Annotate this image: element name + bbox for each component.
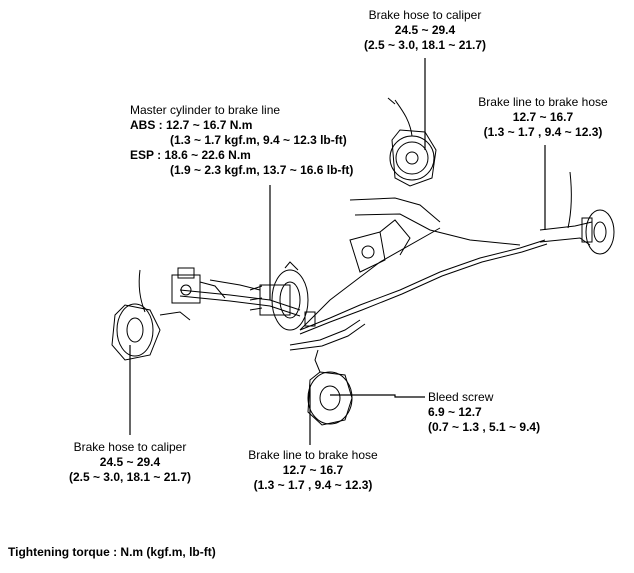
callout-title: Master cylinder to brake line bbox=[130, 103, 281, 117]
brake-lines bbox=[179, 227, 548, 351]
leader-lines bbox=[129, 58, 546, 445]
callout-top-caliper: Brake hose to caliper 24.5 ~ 29.4 (2.5 ~… bbox=[355, 8, 495, 53]
callout-rear-line-hose: Brake line to brake hose 12.7 ~ 16.7 (1.… bbox=[468, 95, 618, 140]
callout-esp-detail: (1.9 ~ 2.3 kgf.m, 13.7 ~ 16.6 lb-ft) bbox=[170, 163, 354, 177]
callout-value: 12.7 ~ 16.7 bbox=[512, 110, 574, 124]
callout-detail: (0.7 ~ 1.3 , 5.1 ~ 9.4) bbox=[428, 420, 541, 434]
callout-abs-line: ABS : 12.7 ~ 16.7 N.m bbox=[130, 118, 253, 132]
callout-title: Brake hose to caliper bbox=[73, 440, 187, 454]
callout-detail: (2.5 ~ 3.0, 18.1 ~ 21.7) bbox=[68, 470, 192, 484]
callout-value: 24.5 ~ 29.4 bbox=[394, 23, 456, 37]
rear-right-disc-assembly bbox=[539, 171, 615, 255]
callout-front-caliper: Brake hose to caliper 24.5 ~ 29.4 (2.5 ~… bbox=[60, 440, 200, 485]
callout-bleed-screw: Bleed screw 6.9 ~ 12.7 (0.7 ~ 1.3 , 5.1 … bbox=[428, 390, 540, 435]
callout-title: Brake line to brake hose bbox=[248, 448, 378, 462]
front-right-disc-assembly bbox=[307, 349, 353, 426]
callout-value: 6.9 ~ 12.7 bbox=[428, 405, 482, 419]
rear-left-caliper-assembly bbox=[349, 97, 521, 273]
callout-value: 24.5 ~ 29.4 bbox=[99, 455, 161, 469]
hydraulic-module bbox=[171, 267, 226, 304]
torque-units-note: Tightening torque : N.m (kgf.m, lb-ft) bbox=[8, 545, 216, 559]
callout-detail: (1.3 ~ 1.7 , 9.4 ~ 12.3) bbox=[253, 478, 373, 492]
callout-esp-line: ESP : 18.6 ~ 22.6 N.m bbox=[130, 148, 251, 162]
callout-detail: (1.3 ~ 1.7 , 9.4 ~ 12.3) bbox=[483, 125, 603, 139]
callout-master-cylinder: Master cylinder to brake line ABS : 12.7… bbox=[130, 103, 353, 178]
callout-title: Brake line to brake hose bbox=[478, 95, 608, 109]
master-cylinder-booster bbox=[249, 261, 316, 331]
callout-detail: (2.5 ~ 3.0, 18.1 ~ 21.7) bbox=[363, 38, 487, 52]
callout-title: Bleed screw bbox=[428, 390, 494, 404]
callout-title: Brake hose to caliper bbox=[368, 8, 482, 22]
front-left-caliper-assembly bbox=[111, 269, 191, 361]
callout-value: 12.7 ~ 16.7 bbox=[282, 463, 344, 477]
callout-front-line-hose: Brake line to brake hose 12.7 ~ 16.7 (1.… bbox=[238, 448, 388, 493]
callout-abs-detail: (1.3 ~ 1.7 kgf.m, 9.4 ~ 12.3 lb-ft) bbox=[170, 133, 347, 147]
